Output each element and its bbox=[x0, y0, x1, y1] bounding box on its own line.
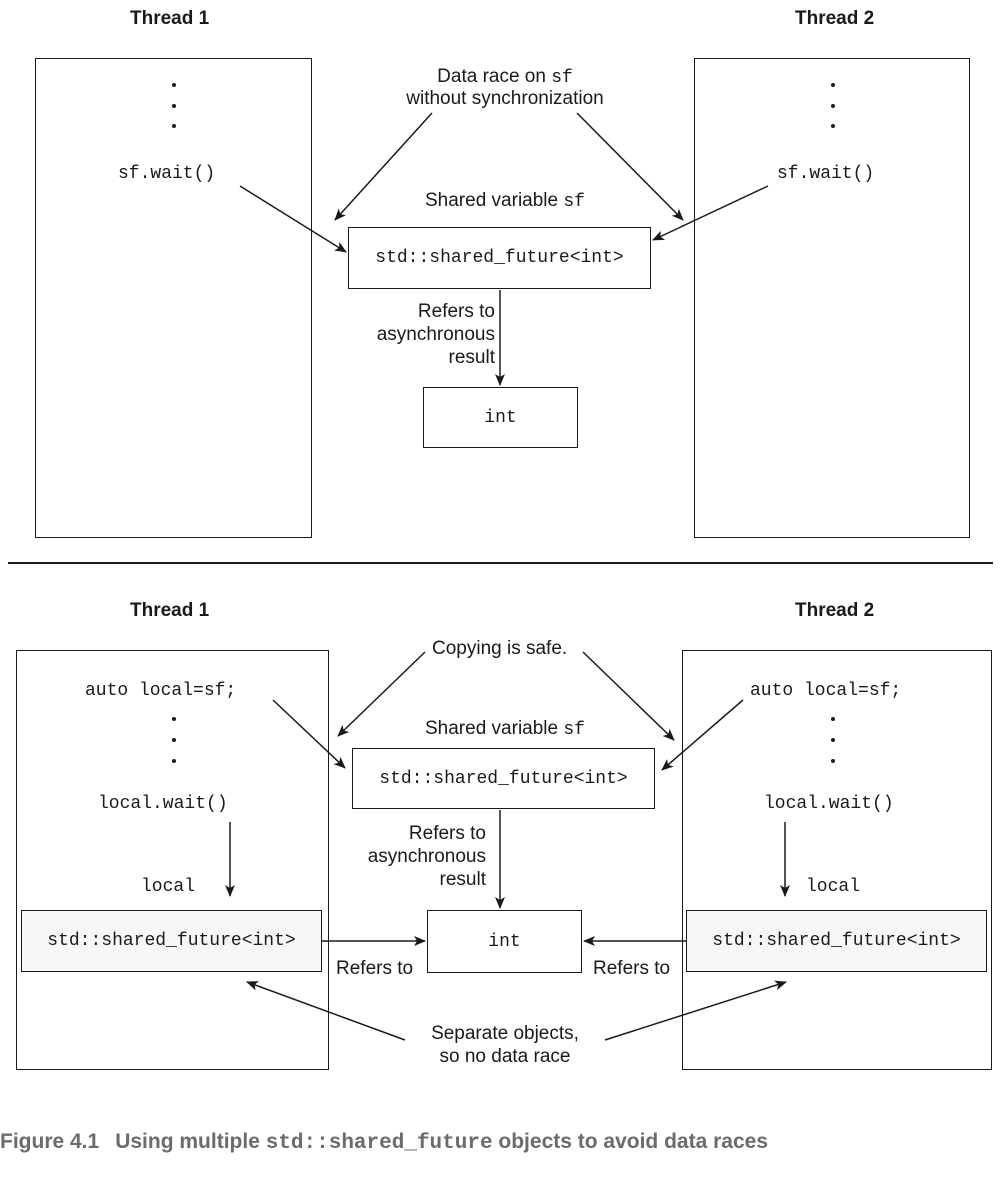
top-thread1-arrow bbox=[239, 185, 347, 253]
bottom-thread1-copy-arrow bbox=[272, 699, 346, 769]
top-refers-line3: result bbox=[448, 347, 495, 368]
bottom-thread2-box bbox=[682, 650, 992, 1070]
bottom-separate-label: Separate objects, so no data race bbox=[380, 1022, 630, 1068]
bottom-thread1-ellipsis-dot bbox=[172, 717, 176, 721]
top-thread2-box bbox=[694, 58, 970, 538]
bottom-shared-label: Shared variable sf bbox=[360, 718, 650, 740]
figure-caption: Figure 4.1 Using multiple std::shared_fut… bbox=[0, 1130, 1008, 1155]
bottom-shared-future-box: std::shared_future<int> bbox=[352, 748, 655, 809]
bottom-thread2-copy-arrow bbox=[661, 699, 744, 771]
bottom-thread2-copy: auto local=sf; bbox=[750, 681, 902, 701]
top-race-arrow-left bbox=[334, 112, 433, 221]
bottom-copy-arrow-right bbox=[582, 651, 675, 741]
bottom-thread2-ellipsis-dot bbox=[831, 738, 835, 742]
bottom-right-refers-label: Refers to bbox=[593, 958, 671, 979]
bottom-thread2-local-label: local bbox=[806, 877, 861, 897]
top-refers-line1: Refers to bbox=[417, 301, 495, 322]
top-int-type: int bbox=[484, 407, 517, 428]
bottom-thread1-ellipsis-dot bbox=[172, 759, 176, 763]
top-race-label-prefix: Data race on bbox=[437, 66, 552, 87]
bottom-shared-label-var: sf bbox=[563, 720, 585, 740]
bottom-refers-label: Refers to asynchronous result bbox=[336, 822, 486, 891]
bottom-thread2-local-box: std::shared_future<int> bbox=[686, 910, 987, 972]
top-thread1-box bbox=[35, 58, 312, 538]
top-shared-future-box: std::shared_future<int> bbox=[348, 227, 651, 289]
top-race-arrow-right bbox=[576, 112, 684, 221]
bottom-thread1-ellipsis-dot bbox=[172, 738, 176, 742]
bottom-copy-label: Copying is safe. bbox=[432, 638, 568, 659]
caption-text-prefix: Using multiple bbox=[115, 1130, 266, 1153]
caption-text-suffix: objects to avoid data races bbox=[492, 1130, 768, 1153]
bottom-thread1-copy: auto local=sf; bbox=[85, 681, 237, 701]
top-int-box: int bbox=[423, 387, 578, 448]
bottom-shared-future-type: std::shared_future<int> bbox=[379, 768, 628, 789]
bottom-left-refers-label: Refers to bbox=[336, 958, 414, 979]
top-thread1-ellipsis-dot bbox=[172, 124, 176, 128]
bottom-refers-line3: result bbox=[439, 869, 486, 890]
bottom-separate-line2: so no data race bbox=[439, 1046, 571, 1067]
top-thread1-ellipsis-dot bbox=[172, 83, 176, 87]
bottom-copy-arrow-left bbox=[337, 651, 426, 737]
top-thread2-call: sf.wait() bbox=[777, 164, 875, 184]
top-refers-line2: asynchronous bbox=[376, 324, 495, 345]
bottom-refers-line1: Refers to bbox=[408, 823, 486, 844]
bottom-refers-line2: asynchronous bbox=[367, 846, 486, 867]
top-thread2-title: Thread 2 bbox=[795, 8, 875, 29]
top-thread1-call: sf.wait() bbox=[118, 164, 216, 184]
top-thread2-ellipsis-dot bbox=[831, 124, 835, 128]
top-race-label-var: sf bbox=[551, 68, 573, 88]
bottom-separate-arrow-left bbox=[246, 981, 406, 1041]
bottom-thread1-call: local.wait() bbox=[98, 794, 228, 814]
bottom-thread2-title: Thread 2 bbox=[795, 600, 875, 621]
top-thread1-ellipsis-dot bbox=[172, 104, 176, 108]
bottom-separate-arrow-right bbox=[604, 980, 787, 1041]
top-race-label: Data race on sf without synchronization bbox=[360, 66, 650, 110]
section-divider bbox=[8, 562, 993, 564]
bottom-thread1-local-type: std::shared_future<int> bbox=[47, 931, 296, 951]
bottom-thread2-ellipsis-dot bbox=[831, 717, 835, 721]
top-shared-future-type: std::shared_future<int> bbox=[375, 248, 624, 268]
top-refers-label: Refers to asynchronous result bbox=[345, 300, 495, 369]
top-thread2-ellipsis-dot bbox=[831, 83, 835, 87]
bottom-separate-line1: Separate objects, bbox=[431, 1023, 579, 1044]
top-thread2-ellipsis-dot bbox=[831, 104, 835, 108]
top-thread2-arrow bbox=[652, 185, 769, 241]
caption-text-code: std::shared_future bbox=[265, 1132, 493, 1155]
bottom-thread2-ellipsis-dot bbox=[831, 759, 835, 763]
bottom-shared-label-prefix: Shared variable bbox=[425, 718, 564, 739]
bottom-thread1-local-label: local bbox=[141, 877, 196, 897]
top-race-label-line2: without synchronization bbox=[406, 88, 604, 109]
top-thread1-title: Thread 1 bbox=[130, 8, 210, 29]
top-shared-label-prefix: Shared variable bbox=[425, 190, 564, 211]
bottom-int-type: int bbox=[488, 931, 521, 952]
top-shared-label: Shared variable sf bbox=[360, 190, 650, 212]
caption-figure-number: Figure 4.1 bbox=[0, 1130, 100, 1153]
bottom-thread1-title: Thread 1 bbox=[130, 600, 210, 621]
bottom-thread2-call: local.wait() bbox=[764, 794, 894, 814]
bottom-thread2-local-type: std::shared_future<int> bbox=[712, 931, 961, 951]
bottom-int-box: int bbox=[427, 910, 582, 973]
bottom-thread1-local-box: std::shared_future<int> bbox=[21, 910, 322, 972]
top-shared-label-var: sf bbox=[563, 192, 585, 212]
